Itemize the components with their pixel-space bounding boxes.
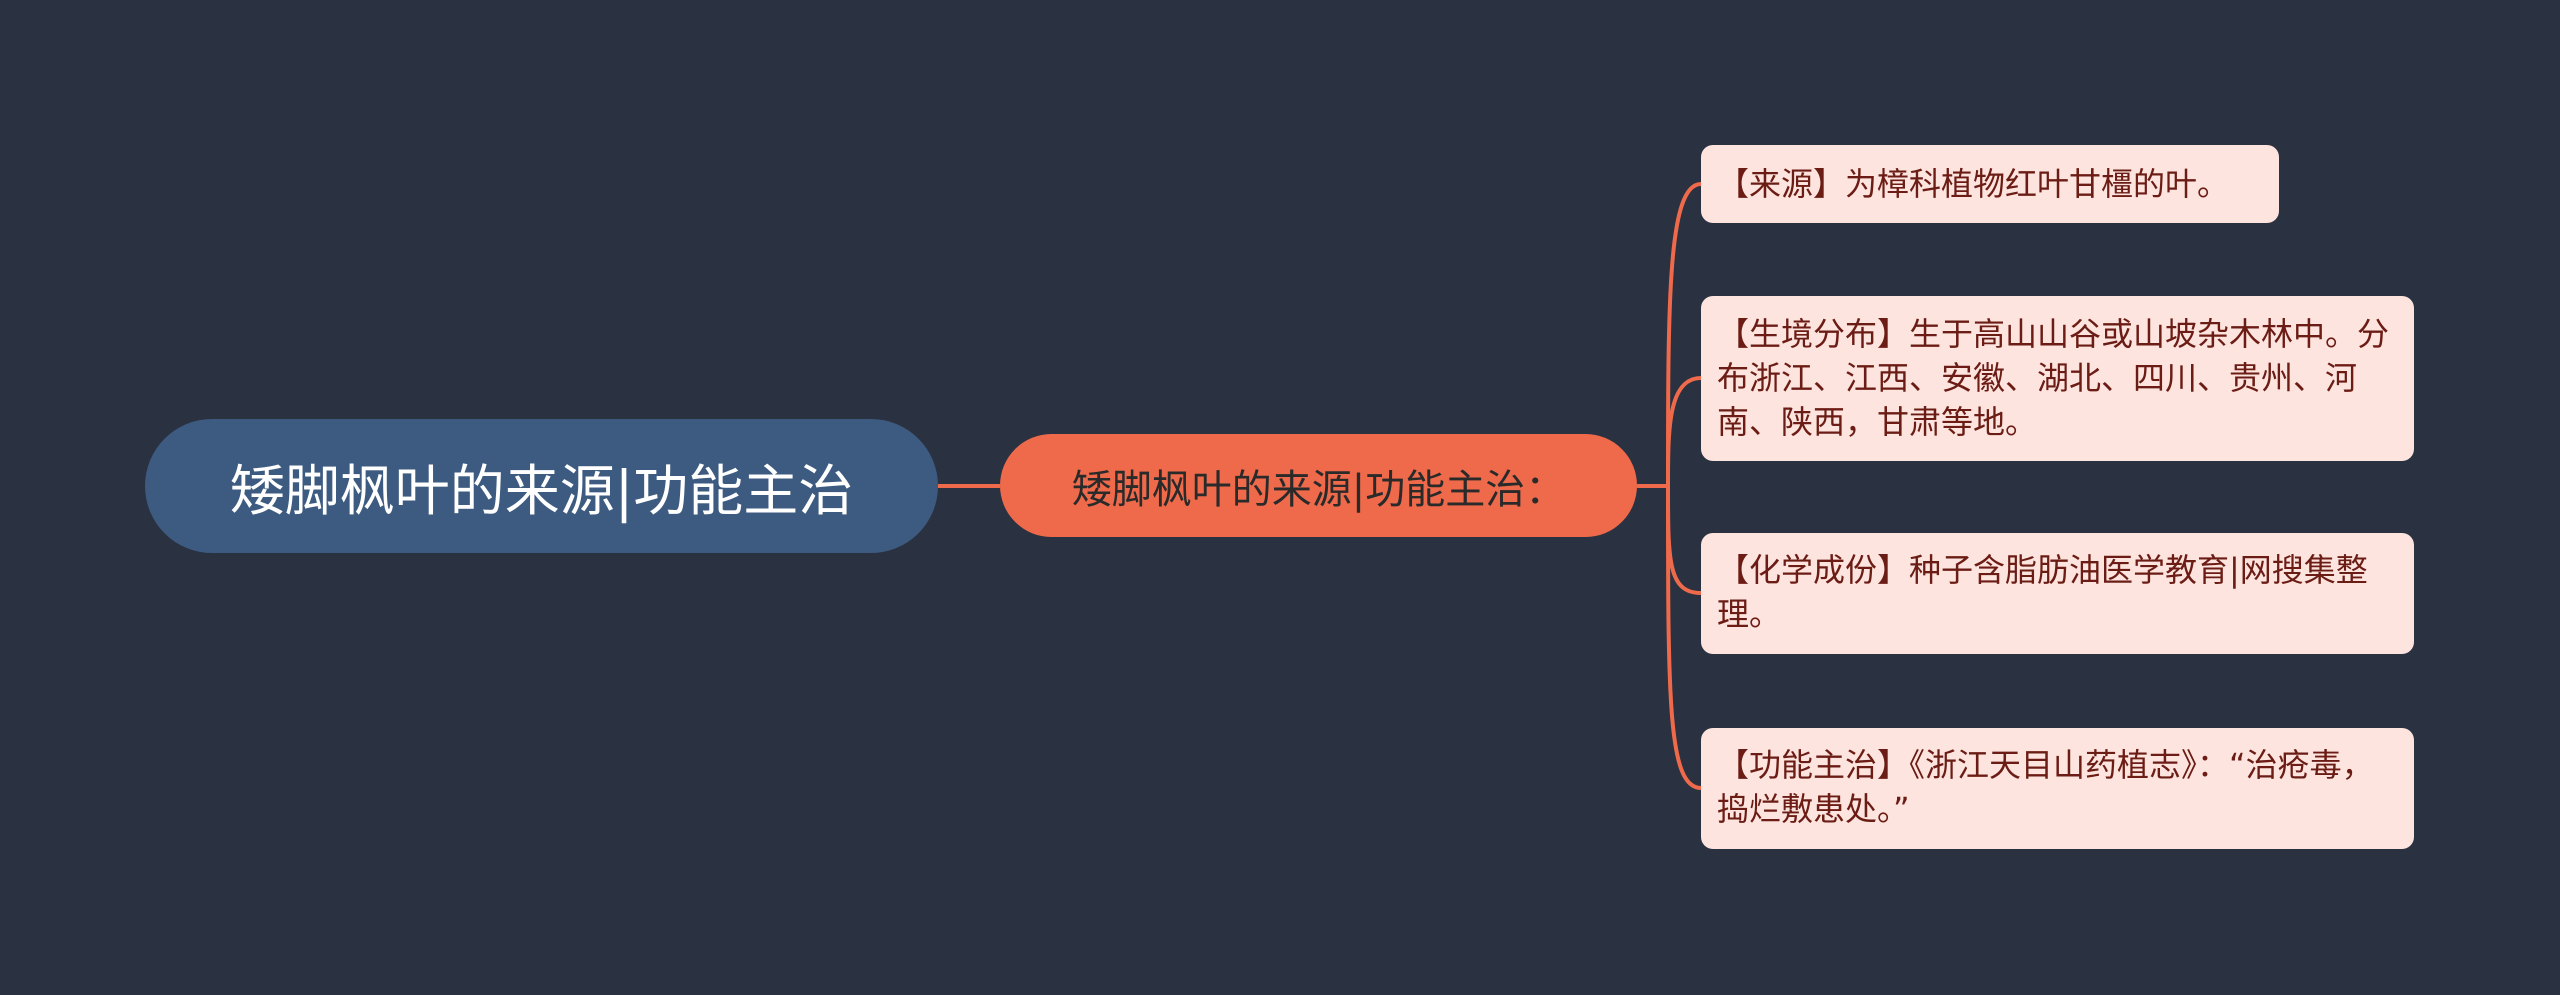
leaf-text: 【生境分布】生于高山山谷或山坡杂木林中。分布浙江、江西、安徽、湖北、四川、贵州、… — [1717, 315, 2390, 441]
connector-leaf-2 — [1666, 485, 1702, 595]
leaf-topic-source[interactable]: 【来源】为樟科植物红叶甘橿的叶。 — [1701, 145, 2279, 223]
leaf-topic-habitat[interactable]: 【生境分布】生于高山山谷或山坡杂木林中。分布浙江、江西、安徽、湖北、四川、贵州、… — [1701, 296, 2414, 461]
leaf-topic-chemistry[interactable]: 【化学成份】种子含脂肪油医学教育|网搜集整理。 — [1701, 533, 2414, 654]
connector-leaf-0 — [1666, 182, 1702, 487]
root-topic-label: 矮脚枫叶的来源|功能主治 — [229, 459, 854, 523]
leaf-text: 【化学成份】种子含脂肪油医学教育|网搜集整理。 — [1717, 551, 2368, 633]
connector-leaf-1 — [1666, 376, 1702, 487]
connector-leaf-3 — [1666, 485, 1702, 790]
main-branch-label: 矮脚枫叶的来源|功能主治： — [1071, 466, 1566, 513]
leaf-text: 【功能主治】《浙江天目山药植志》：“治疮毒，捣烂敷患处。” — [1717, 746, 2374, 828]
root-topic[interactable]: 矮脚枫叶的来源|功能主治 — [145, 419, 938, 553]
leaf-topic-indications[interactable]: 【功能主治】《浙江天目山药植志》：“治疮毒，捣烂敷患处。” — [1701, 728, 2414, 849]
leaf-text: 【来源】为樟科植物红叶甘橿的叶。 — [1717, 165, 2230, 203]
main-branch-topic[interactable]: 矮脚枫叶的来源|功能主治： — [1000, 434, 1637, 537]
